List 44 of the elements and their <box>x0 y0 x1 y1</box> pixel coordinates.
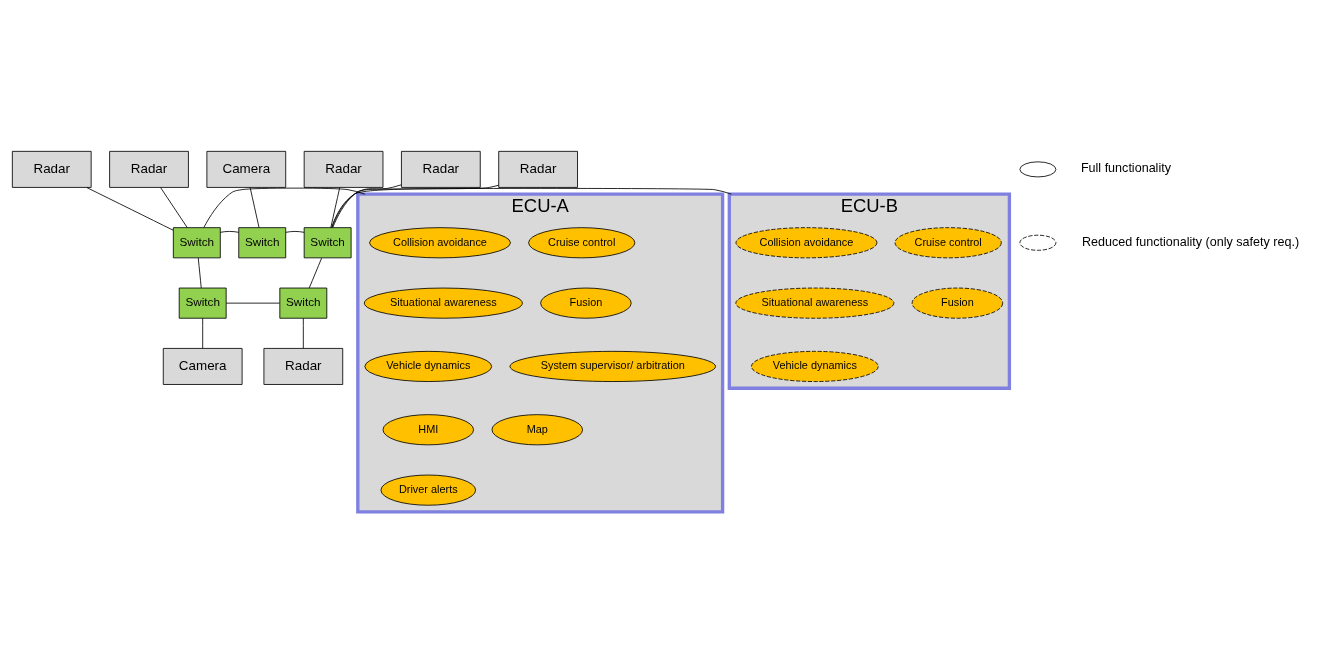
node-ellipse: Fusion <box>911 287 1004 319</box>
node-ellipse: Cruise control <box>894 227 1002 259</box>
legend-label: Reduced functionality (only safety req.) <box>1081 234 1300 249</box>
connector <box>160 187 188 229</box>
node-ellipse: Situational awareness <box>363 287 523 319</box>
connector <box>331 184 402 228</box>
node-box: Radar <box>303 150 384 188</box>
node-ellipse: Collision avoidance <box>735 227 878 259</box>
node-box: Camera <box>206 150 287 188</box>
connector <box>308 257 323 289</box>
node-ellipse: Situational awareness <box>735 287 895 319</box>
connector <box>285 231 305 233</box>
legend-label: Full functionality <box>1080 161 1171 176</box>
node-box: Radar <box>401 150 481 188</box>
connector <box>225 302 280 304</box>
connector <box>203 187 366 228</box>
node-ellipse: System supervisor/ arbitration <box>509 350 716 382</box>
connector <box>249 187 260 229</box>
node-box: Radar <box>11 150 92 188</box>
connector <box>332 187 732 228</box>
connector <box>197 257 202 289</box>
node-box: Switch <box>279 287 328 319</box>
node-box: Switch <box>303 227 352 259</box>
node-ellipse: Map <box>491 414 583 446</box>
node-ellipse: Collision avoidance <box>369 227 511 259</box>
node-ellipse: Vehicle dynamics <box>364 350 493 382</box>
connector <box>86 187 174 231</box>
connector <box>331 184 499 228</box>
node-ellipse: Fusion <box>540 287 632 319</box>
node-box: Camera <box>162 348 243 385</box>
node-box: Radar <box>498 150 578 188</box>
connector <box>219 231 240 233</box>
node-ellipse: HMI <box>382 414 474 446</box>
node-ellipse: Cruise control <box>528 227 636 259</box>
node-ellipse: Driver alerts <box>380 474 476 506</box>
connector <box>302 317 304 349</box>
node-box: Radar <box>263 348 344 385</box>
node-box: Switch <box>172 227 221 259</box>
node-box: Switch <box>238 227 287 259</box>
node-box: Switch <box>178 287 227 319</box>
node-box: Radar <box>109 150 189 188</box>
connector <box>330 187 341 229</box>
connector <box>202 317 204 349</box>
node-ellipse: Vehicle dynamics <box>751 350 879 382</box>
